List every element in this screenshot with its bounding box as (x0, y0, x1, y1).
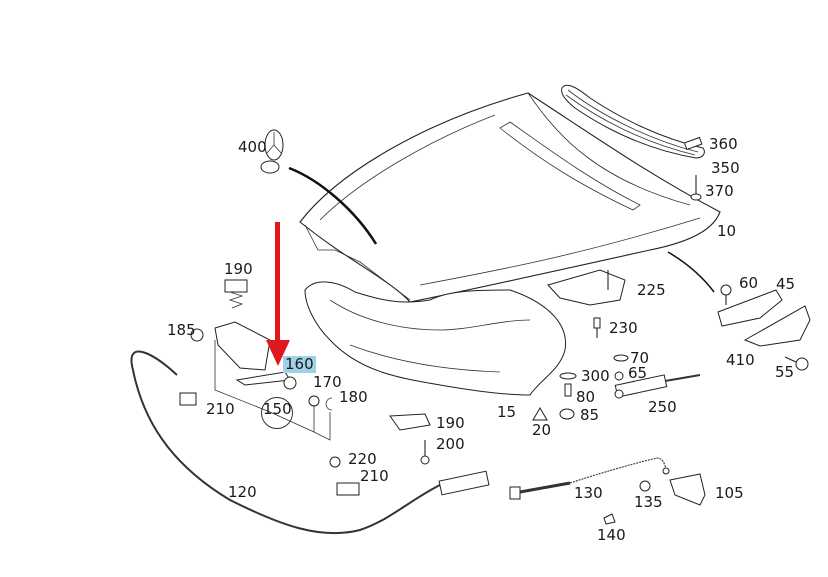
label-120: 120 (228, 483, 257, 501)
label-45: 45 (776, 275, 796, 293)
label-300: 300 (581, 367, 610, 385)
label-70: 70 (630, 349, 650, 367)
label-360: 360 (709, 135, 738, 153)
label-65: 65 (628, 364, 648, 382)
retaining-ring-135 (639, 480, 651, 492)
buffer-85 (559, 408, 575, 420)
label-170: 170 (313, 373, 342, 391)
washer-70 (613, 354, 629, 362)
release-cable-120 (130, 350, 441, 535)
label-150: 150 (263, 400, 292, 418)
release-cable-130 (509, 457, 670, 500)
star-emblem-part (260, 129, 284, 174)
label-370: 370 (705, 182, 734, 200)
label-105: 105 (715, 484, 744, 502)
label-20: 20 (532, 421, 552, 439)
label-210-bottom: 210 (360, 467, 389, 485)
label-55: 55 (775, 363, 795, 381)
label-130: 130 (574, 484, 603, 502)
label-350: 350 (711, 159, 740, 177)
cable-holder-210b-part (336, 482, 360, 496)
label-15: 15 (497, 403, 517, 421)
clip-nut-part (683, 136, 703, 151)
release-handle-105 (669, 473, 706, 506)
insulation-225-part (547, 269, 626, 306)
lock-bracket-part (190, 321, 333, 441)
label-190-top: 190 (224, 260, 253, 278)
label-180: 180 (339, 388, 368, 406)
clip-140 (603, 513, 616, 525)
emblem-arrow (288, 166, 378, 245)
hood-part (299, 92, 721, 303)
label-225: 225 (637, 281, 666, 299)
label-230: 230 (609, 319, 638, 337)
air-grille-part (561, 84, 705, 159)
hood-lock-top-part (224, 279, 248, 309)
hood-hinge-part (717, 284, 811, 371)
label-250: 250 (648, 398, 677, 416)
gas-strut-part (614, 374, 701, 399)
assembly-circle-150 (261, 397, 293, 429)
o-ring-300 (559, 372, 577, 380)
label-190-bottom: 190 (436, 414, 465, 432)
hinge-arrow (667, 251, 715, 293)
label-185: 185 (167, 321, 196, 339)
cable-end-part (438, 470, 490, 496)
label-140: 140 (597, 526, 626, 544)
label-135: 135 (634, 493, 663, 511)
label-80: 80 (576, 388, 596, 406)
cable-holder-210a-part (179, 392, 197, 406)
screw-part (690, 175, 702, 201)
label-210-left: 210 (206, 400, 235, 418)
label-220: 220 (348, 450, 377, 468)
label-160-highlighted: 160 (283, 355, 316, 373)
stud-80 (564, 383, 572, 397)
label-10: 10 (717, 222, 737, 240)
highlight-arrow (266, 222, 290, 366)
insulation-mat-part (304, 281, 566, 396)
hood-lock-bottom-part (389, 413, 431, 465)
label-60: 60 (739, 274, 759, 292)
label-85: 85 (580, 406, 600, 424)
clip-230-part (593, 317, 601, 338)
bolt-220-part (329, 456, 341, 468)
label-410: 410 (726, 351, 755, 369)
label-400: 400 (238, 138, 267, 156)
ball-stud-65 (614, 371, 624, 381)
label-200: 200 (436, 435, 465, 453)
clip-20 (532, 407, 548, 421)
